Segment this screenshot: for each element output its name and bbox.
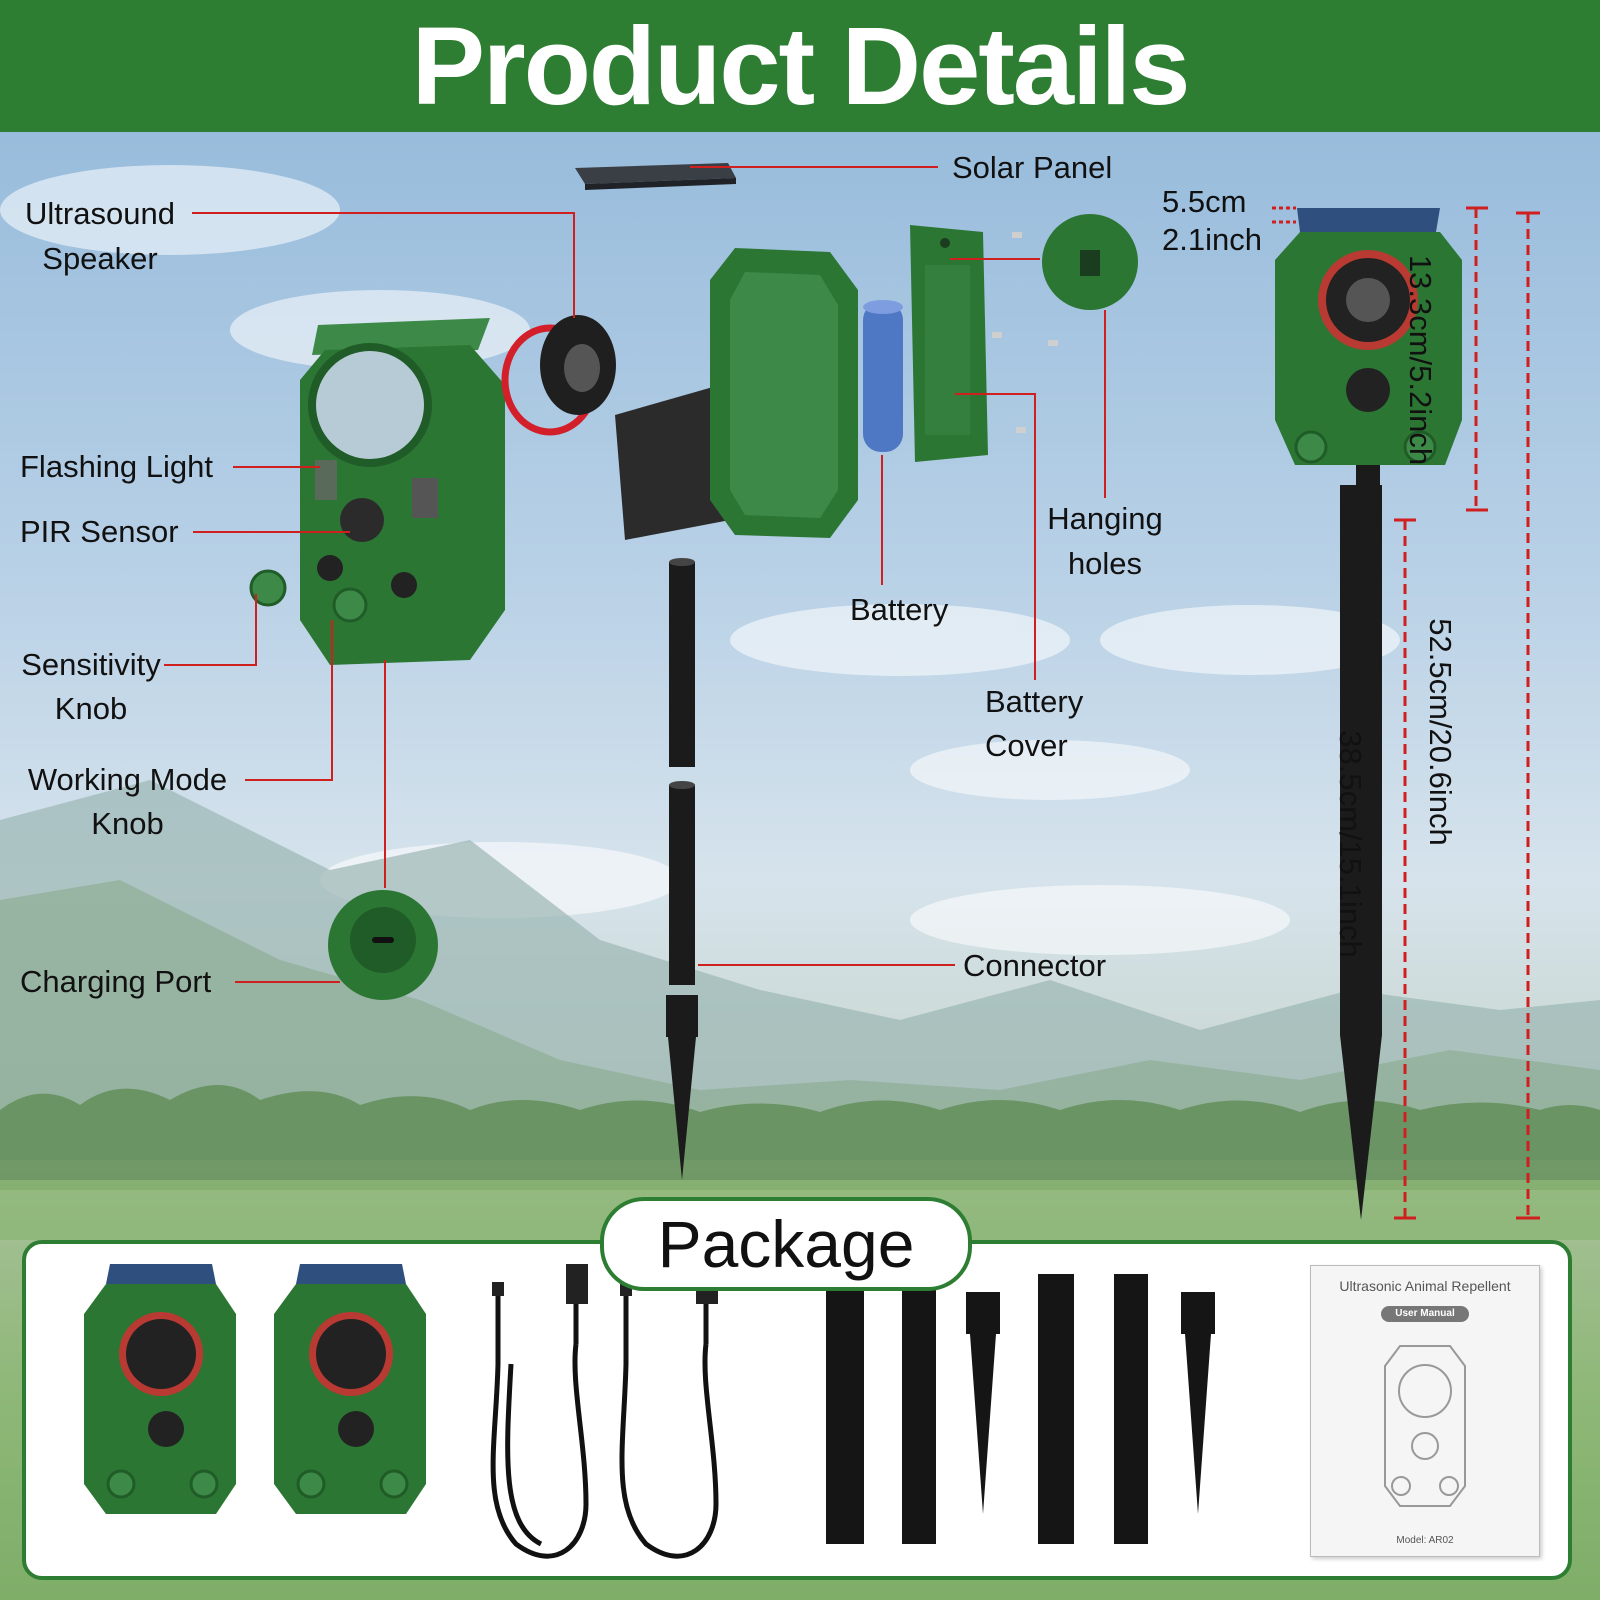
label-battery-cover-line2: Cover: [985, 728, 1068, 763]
page-title: Product Details: [411, 4, 1191, 128]
dimension-head-height: 13.3cm/5.2inch: [1403, 254, 1438, 466]
solar-panel-part: [575, 163, 736, 190]
tree-line: [0, 1085, 1600, 1190]
stake-parts: [666, 558, 698, 1180]
screws: [992, 232, 1058, 433]
manual-title: Ultrasonic Animal Repellent: [1339, 1278, 1511, 1294]
hanging-holes-detail: [1042, 214, 1138, 310]
label-flashing-light: Flashing Light: [20, 449, 214, 484]
label-connector: Connector: [963, 948, 1107, 983]
dimension-stake-length: 38.5cm/15.1inch: [1333, 730, 1368, 958]
title-banner: Product Details: [0, 0, 1600, 132]
device-front-housing: [249, 318, 505, 665]
package-device-2: [274, 1264, 426, 1514]
package-contents: [84, 1264, 1215, 1559]
ultrasound-speaker-part: [501, 315, 616, 436]
package-device-1: [84, 1264, 236, 1514]
package-title: Package: [657, 1207, 915, 1281]
package-stakes: [826, 1274, 1215, 1544]
battery-part: [863, 300, 903, 452]
dimension-width-inch: 2.1inch: [1162, 222, 1262, 257]
label-sensitivity-knob-line1: Sensitivity: [21, 647, 161, 682]
dimension-width-cm: 5.5cm: [1162, 184, 1247, 219]
manual-device-sketch: [1384, 1345, 1466, 1507]
label-working-mode-knob-line1: Working Mode: [27, 762, 228, 797]
assembled-device: [1275, 208, 1462, 1220]
user-manual: Ultrasonic Animal Repellent User Manual …: [1310, 1265, 1540, 1557]
package-heading: Package: [600, 1197, 972, 1291]
dimension-lines: [1272, 206, 1540, 1220]
label-sensitivity-knob-line2: Knob: [54, 691, 128, 726]
label-hanging-holes-line1: Hanging: [1047, 501, 1163, 536]
charging-port-detail: [328, 890, 438, 1000]
usb-cables: [490, 1294, 719, 1559]
dimension-total-height: 52.5cm/20.6inch: [1423, 618, 1458, 846]
battery-cover-part: [910, 225, 988, 462]
label-hanging-holes-line2: holes: [1067, 546, 1143, 581]
clouds: [0, 165, 1400, 955]
label-ultrasound-speaker-line1: Ultrasound: [25, 196, 175, 231]
manual-subtitle: User Manual: [1381, 1306, 1469, 1322]
label-ultrasound-speaker-line2: Speaker: [42, 241, 158, 276]
label-battery: Battery: [850, 592, 949, 627]
label-solar-panel: Solar Panel: [952, 150, 1113, 185]
label-working-mode-knob-line2: Knob: [91, 806, 164, 841]
manual-model: Model: AR02: [1396, 1535, 1454, 1546]
device-rear-housing: [710, 248, 858, 538]
leader-lines: [164, 166, 1106, 983]
label-charging-port: Charging Port: [20, 964, 212, 999]
label-battery-cover-line1: Battery: [985, 684, 1084, 719]
label-pir-sensor: PIR Sensor: [20, 514, 179, 549]
circuit-board-part: [615, 385, 730, 540]
